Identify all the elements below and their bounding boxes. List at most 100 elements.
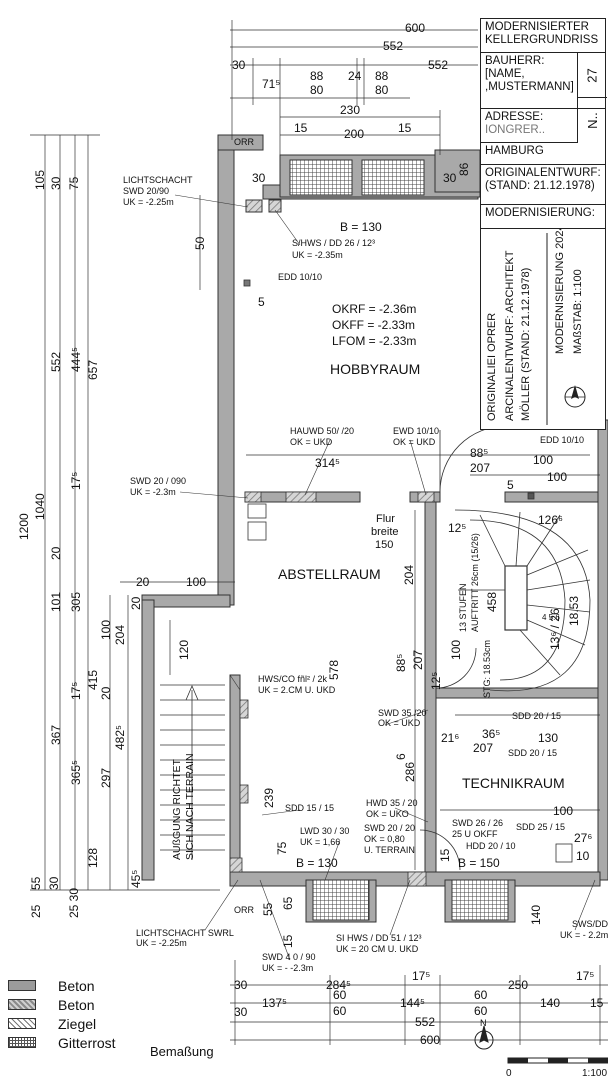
dim-600: 600 xyxy=(405,21,425,35)
wall-abstell-left xyxy=(229,674,241,876)
adresse-label: ADRESSE: xyxy=(485,111,544,123)
hauwd-2: OK = UKD xyxy=(290,437,333,447)
dimension-lines xyxy=(30,20,608,1045)
dim-207-top: 207 xyxy=(470,461,490,475)
dim-15-bl: 15 xyxy=(281,934,295,948)
title-block-hamburg: HAMBURG xyxy=(481,143,605,165)
ls-swrl-2: UK = -2.25m xyxy=(136,938,187,948)
dim-r3-715: 71⁵ xyxy=(262,77,280,91)
stufen-2: AUFTRITT 26cm (15/26) xyxy=(470,533,480,632)
bauherr-label: BAUHERR: xyxy=(485,55,545,67)
legend-label-gitterrost: Gitterrost xyxy=(58,1034,116,1051)
left-175b: 17⁵ xyxy=(69,682,83,700)
legend-label-beton-1: Beton xyxy=(58,977,95,994)
light-wells xyxy=(245,149,516,923)
left-2530: 25 30 xyxy=(67,888,81,918)
original-date: (STAND: 21.12.1978) xyxy=(485,180,595,192)
exit-stair xyxy=(160,684,225,860)
dimension-texts: 600 552 30 71⁵ 88 24 88 80 80 552 230 15… xyxy=(129,21,592,948)
bottom-60c: 60 xyxy=(333,1004,347,1018)
edd-right: EDD 10/10 xyxy=(540,435,584,445)
dim-200: 200 xyxy=(344,127,364,141)
vert-text-2: ARCINALENTWURF: ARCHITEKT xyxy=(504,250,516,421)
shws-bot-2: UK = 20 CM U. UKD xyxy=(336,944,419,954)
dim-r3-88b: 88 xyxy=(375,69,389,83)
wall-right xyxy=(597,419,608,881)
left-4825: 482⁵ xyxy=(113,725,127,750)
wall-top-left xyxy=(217,134,264,151)
sdd2015-b: SDD 20 / 15 xyxy=(508,748,557,758)
left-1200: 1200 xyxy=(17,513,31,540)
left-204: 204 xyxy=(113,625,127,645)
beton-swatch-icon xyxy=(8,980,36,991)
dim-552: 552 xyxy=(383,39,403,53)
bottom-140: 140 xyxy=(540,996,560,1010)
dim-125b: 12⁵ xyxy=(429,672,443,690)
wall-stair-top xyxy=(141,594,231,608)
bottom-30a: 30 xyxy=(234,978,248,992)
dim-1326: 13⁶ / 26 xyxy=(548,608,562,650)
dim-30-ls: 30 xyxy=(252,171,266,185)
vert-text-4: MODERNISIERUNG 2024 xyxy=(554,229,566,354)
bottom-1375: 137⁵ xyxy=(262,996,287,1010)
wall-left-outer xyxy=(217,134,235,606)
gitterrost-swatch-icon xyxy=(8,1037,36,1048)
left-100: 100 xyxy=(99,620,113,640)
dim-86: 86 xyxy=(457,162,471,176)
dim-20-left: 20 xyxy=(129,596,143,610)
dim-6: 6 xyxy=(394,753,408,760)
left-20b: 20 xyxy=(99,686,113,700)
bottom-1445: 144⁵ xyxy=(400,996,425,1010)
title-block-original: ORIGINALENTWURF: (STAND: 21.12.1978) xyxy=(481,165,605,205)
title-block-title: MODERNISIERTER KELLERGRUNDRISS xyxy=(481,19,605,53)
bottom-60d: 60 xyxy=(474,1004,488,1018)
wall-stair-left xyxy=(141,599,155,881)
edd-top: EDD 10/10 xyxy=(278,272,322,282)
dim-5-edd: 5 xyxy=(507,478,514,492)
level-lfom: LFOM = -2.33m xyxy=(332,334,416,348)
swd2020-3: U. TERRAIN xyxy=(364,845,415,855)
title-block-modern: MODERNISIERUNG: xyxy=(481,205,605,229)
swd2020-1: SWD 20 / 20 xyxy=(364,823,415,833)
dim-30-r: 30 xyxy=(443,171,457,185)
north-arrow-title xyxy=(564,385,586,408)
room-technikraum: TECHNIKRAUM xyxy=(462,775,565,791)
lwd-1: LWD 30 / 30 xyxy=(300,826,349,836)
dim-456: 4 5.6 xyxy=(542,613,560,622)
legend-label-ziegel: Ziegel xyxy=(58,1015,97,1032)
left-25: 25 xyxy=(29,904,43,918)
dim-r3-552: 552 xyxy=(428,58,448,72)
dim-207-mid: 207 xyxy=(411,650,425,670)
dim-r3-30: 30 xyxy=(232,58,246,72)
bottom-60a: 60 xyxy=(333,988,347,1002)
lwd-2: UK = 1,66 xyxy=(300,837,340,847)
dim-216: 21⁶ xyxy=(441,731,459,745)
lichtschacht-3: UK = -2.25m xyxy=(123,197,174,207)
material-legend: Beton Beton Ziegel Gitterrost xyxy=(8,976,148,1052)
sdd1515: SDD 15 / 15 xyxy=(285,803,334,813)
flur-label-3: 150 xyxy=(375,539,393,551)
dim-20-l-a: 20 xyxy=(136,575,150,589)
left-30b: 30 xyxy=(47,876,61,890)
title-block: MODERNISIERTER KELLERGRUNDRISS BAUHERR: … xyxy=(480,18,607,430)
hwsco-1: HWS/CO fñl² / 2k xyxy=(258,674,328,684)
swd-090-1: SWD 20 / 090 xyxy=(130,476,186,486)
modern-label: MODERNISIERUNG: xyxy=(485,207,595,219)
swd4090-1: SWD 4 0 / 90 xyxy=(262,952,316,962)
swd3520-1: SWD 35 /20 xyxy=(378,708,427,718)
dim-3145: 314⁵ xyxy=(315,456,340,470)
hwd-1: HWD 35 / 20 xyxy=(366,798,418,808)
ewd-1: EWD 10/10 xyxy=(393,426,439,436)
left-128: 128 xyxy=(86,848,100,868)
dim-100-a: 100 xyxy=(533,453,553,467)
bottom-15: 15 xyxy=(590,996,604,1010)
dim-v50: 50 xyxy=(193,236,207,250)
dim-239: 239 xyxy=(262,788,276,808)
dim-140: 140 xyxy=(529,905,543,925)
dim-885-mid: 88⁵ xyxy=(394,654,408,672)
dim-885-top: 88⁵ xyxy=(470,446,488,460)
hdd-1: HDD 20 / 10 xyxy=(466,841,516,851)
dim-r3-88a: 88 xyxy=(310,69,324,83)
dim-276: 27⁶ xyxy=(574,831,592,845)
